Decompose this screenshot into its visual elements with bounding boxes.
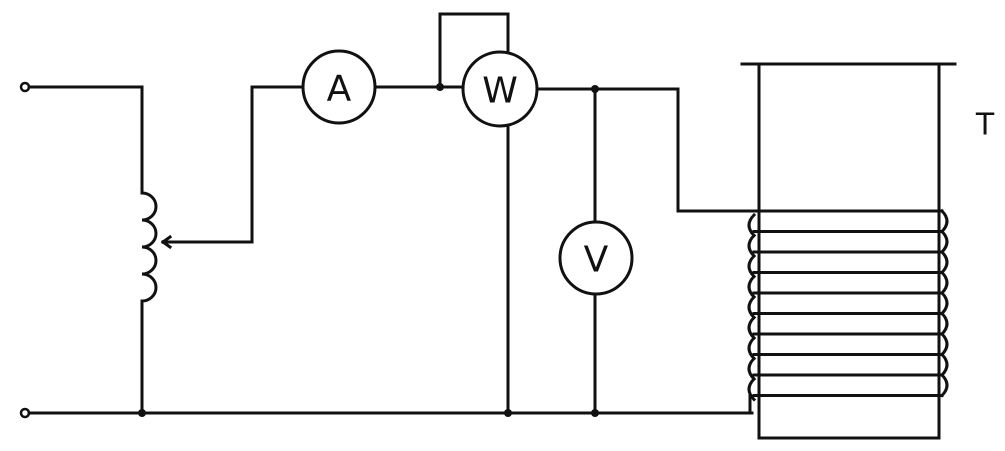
winding-loop-right <box>939 208 949 234</box>
winding-loop-left <box>747 274 757 300</box>
winding-loop-right <box>939 372 949 398</box>
voltmeter: V <box>558 220 634 296</box>
return-junction-1 <box>138 409 146 417</box>
winding-loop-left <box>747 253 757 279</box>
winding-loop-right <box>939 290 949 316</box>
transformer-label: T <box>975 108 995 143</box>
ammeter-label: A <box>327 69 352 110</box>
winding-loop-right <box>939 229 949 255</box>
winding-loop-left <box>747 376 757 402</box>
winding-loop-left <box>747 356 757 382</box>
wattmeter-label: W <box>482 71 518 112</box>
winding-loop-right <box>939 311 949 337</box>
winding-loop-right <box>939 352 949 378</box>
autotransformer-tap <box>161 85 305 244</box>
wattmeter-output <box>535 87 754 213</box>
winding-loop-right <box>939 270 949 296</box>
voltmeter-label: V <box>584 240 609 281</box>
winding-loop-right <box>939 331 949 357</box>
winding-loop-left <box>747 294 757 320</box>
winding-loop-left <box>747 335 757 361</box>
ammeter: A <box>301 49 377 125</box>
winding-loop-left <box>747 233 757 259</box>
winding-loop-left <box>747 315 757 341</box>
winding-loop-right <box>939 249 949 275</box>
transformer-winding-icon <box>747 208 949 415</box>
wattmeter: W <box>461 50 539 128</box>
supply-top-lead <box>27 85 144 195</box>
winding-loop-left <box>747 212 757 238</box>
return-junction-3 <box>591 409 599 417</box>
autotransformer-coil-icon <box>140 85 305 415</box>
wattmeter-voltage-link <box>438 12 510 89</box>
return-junction-2 <box>504 409 512 417</box>
